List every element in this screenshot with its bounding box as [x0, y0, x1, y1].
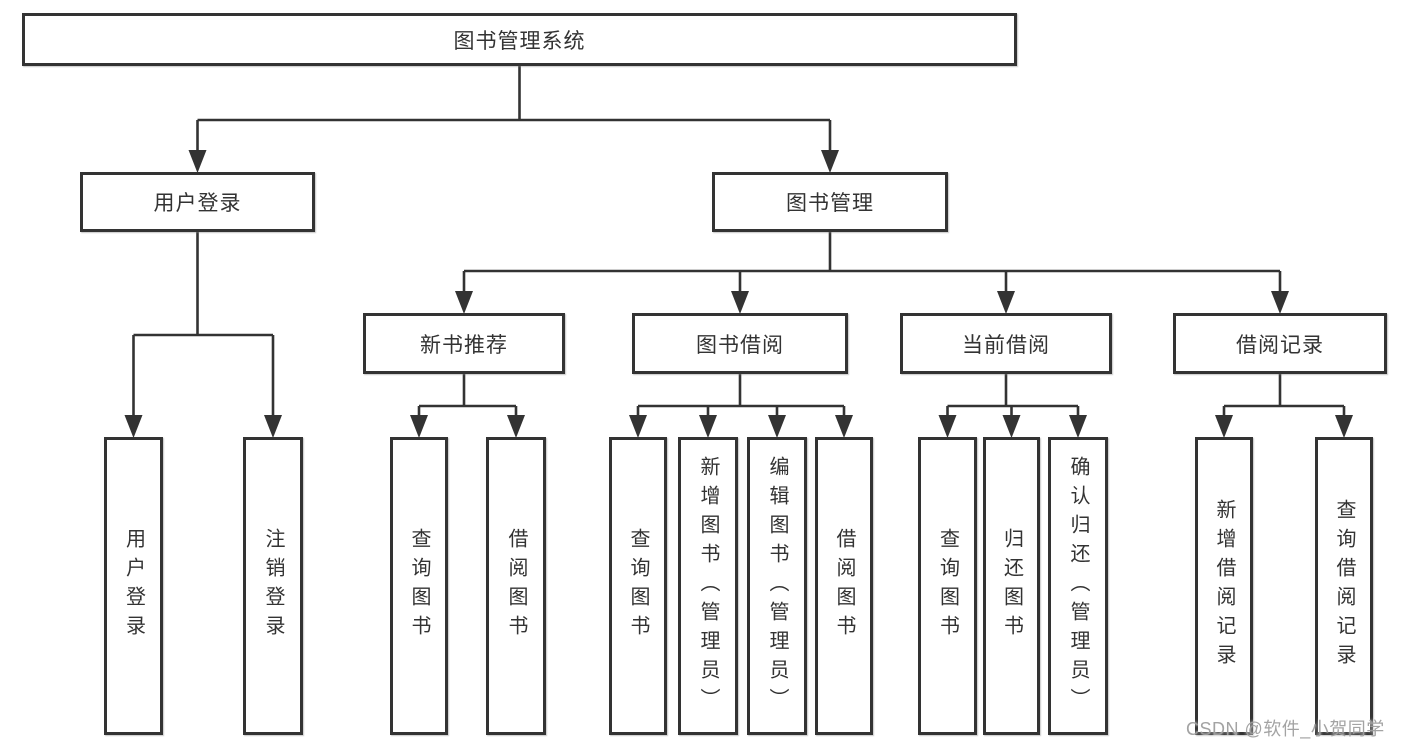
- node-label-leaf-query-books-borrowing: 查询图书: [627, 528, 649, 644]
- node-current-borrowing: 当前借阅: [900, 313, 1112, 374]
- arrowhead-icon: [997, 291, 1015, 314]
- arrowhead-icon: [264, 415, 282, 438]
- node-leaf-confirm-return-admin: 确认归还（管理员）: [1048, 437, 1108, 735]
- node-label-root: 图书管理系统: [453, 29, 586, 53]
- node-leaf-add-books-admin: 新增图书（管理员）: [678, 437, 738, 735]
- arrowhead-icon: [188, 150, 207, 173]
- arrowhead-icon: [731, 291, 749, 314]
- node-leaf-add-borrow-record: 新增借阅记录: [1195, 437, 1253, 735]
- node-label-borrowing-records: 借阅记录: [1236, 333, 1324, 357]
- arrowhead-icon: [821, 150, 839, 173]
- arrowhead-icon: [410, 415, 428, 438]
- arrowhead-icon: [1335, 415, 1353, 438]
- arrowhead-icon: [1069, 415, 1087, 438]
- node-label-leaf-query-books-current: 查询图书: [936, 528, 959, 644]
- node-label-user-login-branch: 用户登录: [153, 192, 242, 215]
- arrowhead-icon: [1271, 291, 1289, 314]
- node-leaf-logout: 注销登录: [243, 437, 303, 735]
- arrowhead-icon: [124, 415, 143, 438]
- node-label-leaf-confirm-return-admin: 确认归还（管理员）: [1067, 455, 1089, 717]
- node-book-management: 图书管理: [712, 172, 948, 232]
- node-leaf-edit-books-admin: 编辑图书（管理员）: [747, 437, 807, 735]
- node-label-leaf-query-borrow-record: 查询借阅记录: [1333, 499, 1355, 673]
- node-label-book-management: 图书管理: [786, 192, 874, 215]
- csdn-watermark: CSDN @软件_小贺同学: [1186, 719, 1385, 739]
- node-label-leaf-add-books-admin: 新增图书（管理员）: [697, 455, 719, 717]
- node-leaf-user-login: 用户登录: [104, 437, 163, 735]
- node-leaf-query-books-borrowing: 查询图书: [609, 437, 667, 735]
- arrowhead-icon: [455, 291, 473, 314]
- node-leaf-query-books-current: 查询图书: [918, 437, 977, 735]
- node-leaf-borrow-books-recommend: 借阅图书: [486, 437, 546, 735]
- arrowhead-icon: [507, 415, 525, 438]
- node-label-leaf-edit-books-admin: 编辑图书（管理员）: [766, 455, 788, 717]
- node-label-leaf-borrow-books-borrowing: 借阅图书: [833, 528, 855, 644]
- arrowhead-icon: [629, 415, 647, 438]
- node-label-leaf-return-books: 归还图书: [1000, 528, 1023, 644]
- node-borrowing-records: 借阅记录: [1173, 313, 1387, 374]
- node-label-leaf-logout: 注销登录: [262, 528, 284, 644]
- node-leaf-borrow-books-borrowing: 借阅图书: [815, 437, 873, 735]
- node-book-borrowing: 图书借阅: [632, 313, 848, 374]
- node-label-current-borrowing: 当前借阅: [962, 333, 1050, 357]
- node-leaf-query-borrow-record: 查询借阅记录: [1315, 437, 1373, 735]
- arrowhead-icon: [1215, 415, 1233, 438]
- node-label-new-book-recommend: 新书推荐: [420, 333, 508, 357]
- node-leaf-query-books-recommend: 查询图书: [390, 437, 448, 735]
- node-label-leaf-borrow-books-recommend: 借阅图书: [505, 528, 527, 644]
- arrowhead-icon: [938, 415, 957, 438]
- arrowhead-icon: [1002, 415, 1021, 438]
- node-label-leaf-user-login: 用户登录: [122, 528, 145, 644]
- arrowhead-icon: [835, 415, 853, 438]
- arrowhead-icon: [699, 415, 717, 438]
- node-new-book-recommend: 新书推荐: [363, 313, 565, 374]
- node-label-leaf-query-books-recommend: 查询图书: [408, 528, 430, 644]
- node-root: 图书管理系统: [22, 13, 1017, 66]
- node-user-login-branch: 用户登录: [80, 172, 315, 232]
- node-label-book-borrowing: 图书借阅: [696, 333, 784, 357]
- arrowhead-icon: [768, 415, 786, 438]
- node-leaf-return-books: 归还图书: [983, 437, 1040, 735]
- node-label-leaf-add-borrow-record: 新增借阅记录: [1213, 499, 1235, 673]
